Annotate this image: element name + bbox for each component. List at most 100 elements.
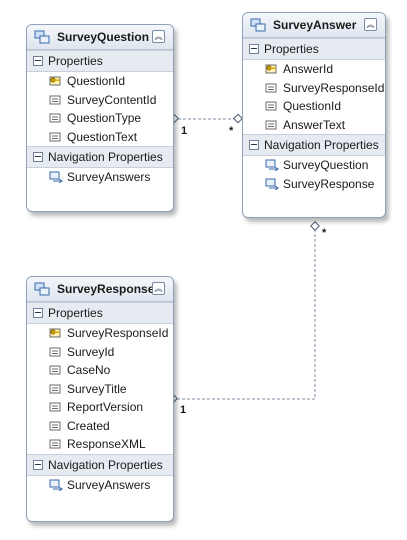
property-icon	[49, 346, 63, 358]
collapse-icon[interactable]: ︽	[364, 18, 377, 31]
property-name: AnswerId	[283, 62, 334, 76]
navigation-property-name: SurveyResponse	[283, 176, 375, 191]
properties-label: Properties	[48, 54, 103, 68]
navigation-list: SurveyAnswers	[27, 168, 173, 187]
entity-type-icon	[34, 282, 50, 296]
property-icon	[49, 401, 63, 413]
property-icon	[49, 438, 63, 450]
navigation-property-name: SurveyAnswers	[67, 477, 151, 492]
navigation-property-name: SurveyQuestion	[283, 158, 369, 172]
entity-header[interactable]: SurveyResponse ︽	[27, 277, 173, 302]
property-name: SurveyContentId	[67, 92, 157, 107]
association-end-marker	[310, 221, 320, 231]
entity-property[interactable]: SurveyId	[27, 343, 173, 362]
entity-property[interactable]: QuestionType	[27, 109, 173, 128]
navigation-property[interactable]: SurveyAnswers	[27, 476, 173, 495]
entity-property[interactable]: ResponseXML	[27, 435, 173, 454]
navigation-label: Navigation Properties	[48, 150, 163, 164]
collapse-toggle-icon[interactable]	[249, 140, 259, 150]
property-name: QuestionId	[283, 99, 342, 113]
entity-survey-response[interactable]: SurveyResponse ︽ Properties SurveyRespon…	[26, 276, 174, 522]
association-question-answer[interactable]	[169, 113, 243, 124]
property-name: CaseNo	[67, 363, 111, 377]
property-name: ResponseXML	[67, 437, 146, 451]
property-icon	[265, 82, 279, 94]
collapse-toggle-icon[interactable]	[33, 56, 43, 66]
property-icon	[265, 119, 279, 131]
properties-section-header[interactable]: Properties	[243, 38, 385, 60]
entity-header[interactable]: SurveyQuestion ︽	[27, 25, 173, 50]
property-name: SurveyTitle	[67, 381, 127, 396]
property-name: QuestionType	[67, 111, 142, 125]
navigation-label: Navigation Properties	[48, 457, 163, 472]
entity-key-property[interactable]: SurveyResponseId	[27, 324, 173, 343]
property-name: SurveyResponseId	[67, 326, 169, 340]
navigation-property-icon	[265, 178, 279, 190]
navigation-list: SurveyAnswers	[27, 476, 173, 495]
entity-property[interactable]: AnswerText	[243, 116, 385, 135]
collapse-toggle-icon[interactable]	[33, 152, 43, 162]
property-name: AnswerText	[283, 117, 346, 132]
property-name: SurveyResponseId	[283, 80, 385, 95]
association-response-answer[interactable]	[168, 221, 320, 404]
navigation-property[interactable]: SurveyAnswers	[27, 168, 173, 187]
collapse-toggle-icon[interactable]	[33, 459, 43, 470]
properties-section-header[interactable]: Properties	[27, 302, 173, 324]
property-icon	[49, 112, 63, 124]
navigation-property-icon	[265, 159, 279, 172]
properties-label: Properties	[48, 306, 103, 320]
association-end-marker	[233, 113, 243, 124]
multiplicity-many: *	[322, 227, 327, 239]
properties-label: Properties	[264, 42, 319, 56]
property-name: Created	[67, 418, 110, 433]
navigation-property-name: SurveyAnswers	[67, 170, 151, 184]
multiplicity-one: 1	[181, 125, 188, 137]
entity-header[interactable]: SurveyAnswer ︽	[243, 13, 385, 38]
entity-title: SurveyResponse	[57, 282, 155, 296]
entity-property[interactable]: CaseNo	[27, 361, 173, 380]
entity-property[interactable]: ReportVersion	[27, 398, 173, 417]
entity-property[interactable]: SurveyTitle	[27, 380, 173, 399]
collapse-toggle-icon[interactable]	[33, 308, 43, 318]
entity-title: SurveyAnswer	[273, 18, 357, 32]
collapse-icon[interactable]: ︽	[152, 282, 165, 295]
navigation-property[interactable]: SurveyResponse	[243, 175, 385, 194]
navigation-property[interactable]: SurveyQuestion	[243, 156, 385, 175]
entity-key-property[interactable]: QuestionId	[27, 72, 173, 91]
navigation-section-header[interactable]: Navigation Properties	[27, 453, 173, 476]
entity-property[interactable]: SurveyResponseId	[243, 79, 385, 98]
entity-type-icon	[250, 18, 266, 32]
properties-section-header[interactable]: Properties	[27, 50, 173, 72]
property-icon	[49, 420, 63, 432]
property-icon	[49, 364, 63, 376]
collapse-icon[interactable]: ︽	[152, 30, 165, 43]
property-name: SurveyId	[67, 344, 115, 359]
property-name: ReportVersion	[67, 400, 144, 414]
property-name: QuestionId	[67, 74, 126, 88]
entity-key-property[interactable]: AnswerId	[243, 60, 385, 79]
entity-property[interactable]: Created	[27, 417, 173, 436]
key-property-icon	[49, 75, 63, 87]
navigation-section-header[interactable]: Navigation Properties	[27, 146, 173, 168]
navigation-property-icon	[49, 171, 63, 184]
collapse-toggle-icon[interactable]	[249, 44, 259, 54]
entity-property[interactable]: QuestionText	[27, 128, 173, 147]
key-property-icon	[49, 327, 63, 339]
property-icon	[49, 131, 63, 143]
navigation-label: Navigation Properties	[264, 138, 379, 152]
property-icon	[265, 100, 279, 112]
entity-property[interactable]: SurveyContentId	[27, 91, 173, 110]
entity-title: SurveyQuestion	[57, 30, 150, 44]
entity-type-icon	[34, 30, 50, 44]
navigation-section-header[interactable]: Navigation Properties	[243, 134, 385, 156]
property-name: QuestionText	[67, 129, 138, 144]
entity-property[interactable]: QuestionId	[243, 97, 385, 116]
property-icon	[49, 383, 63, 395]
multiplicity-many: *	[229, 125, 234, 137]
